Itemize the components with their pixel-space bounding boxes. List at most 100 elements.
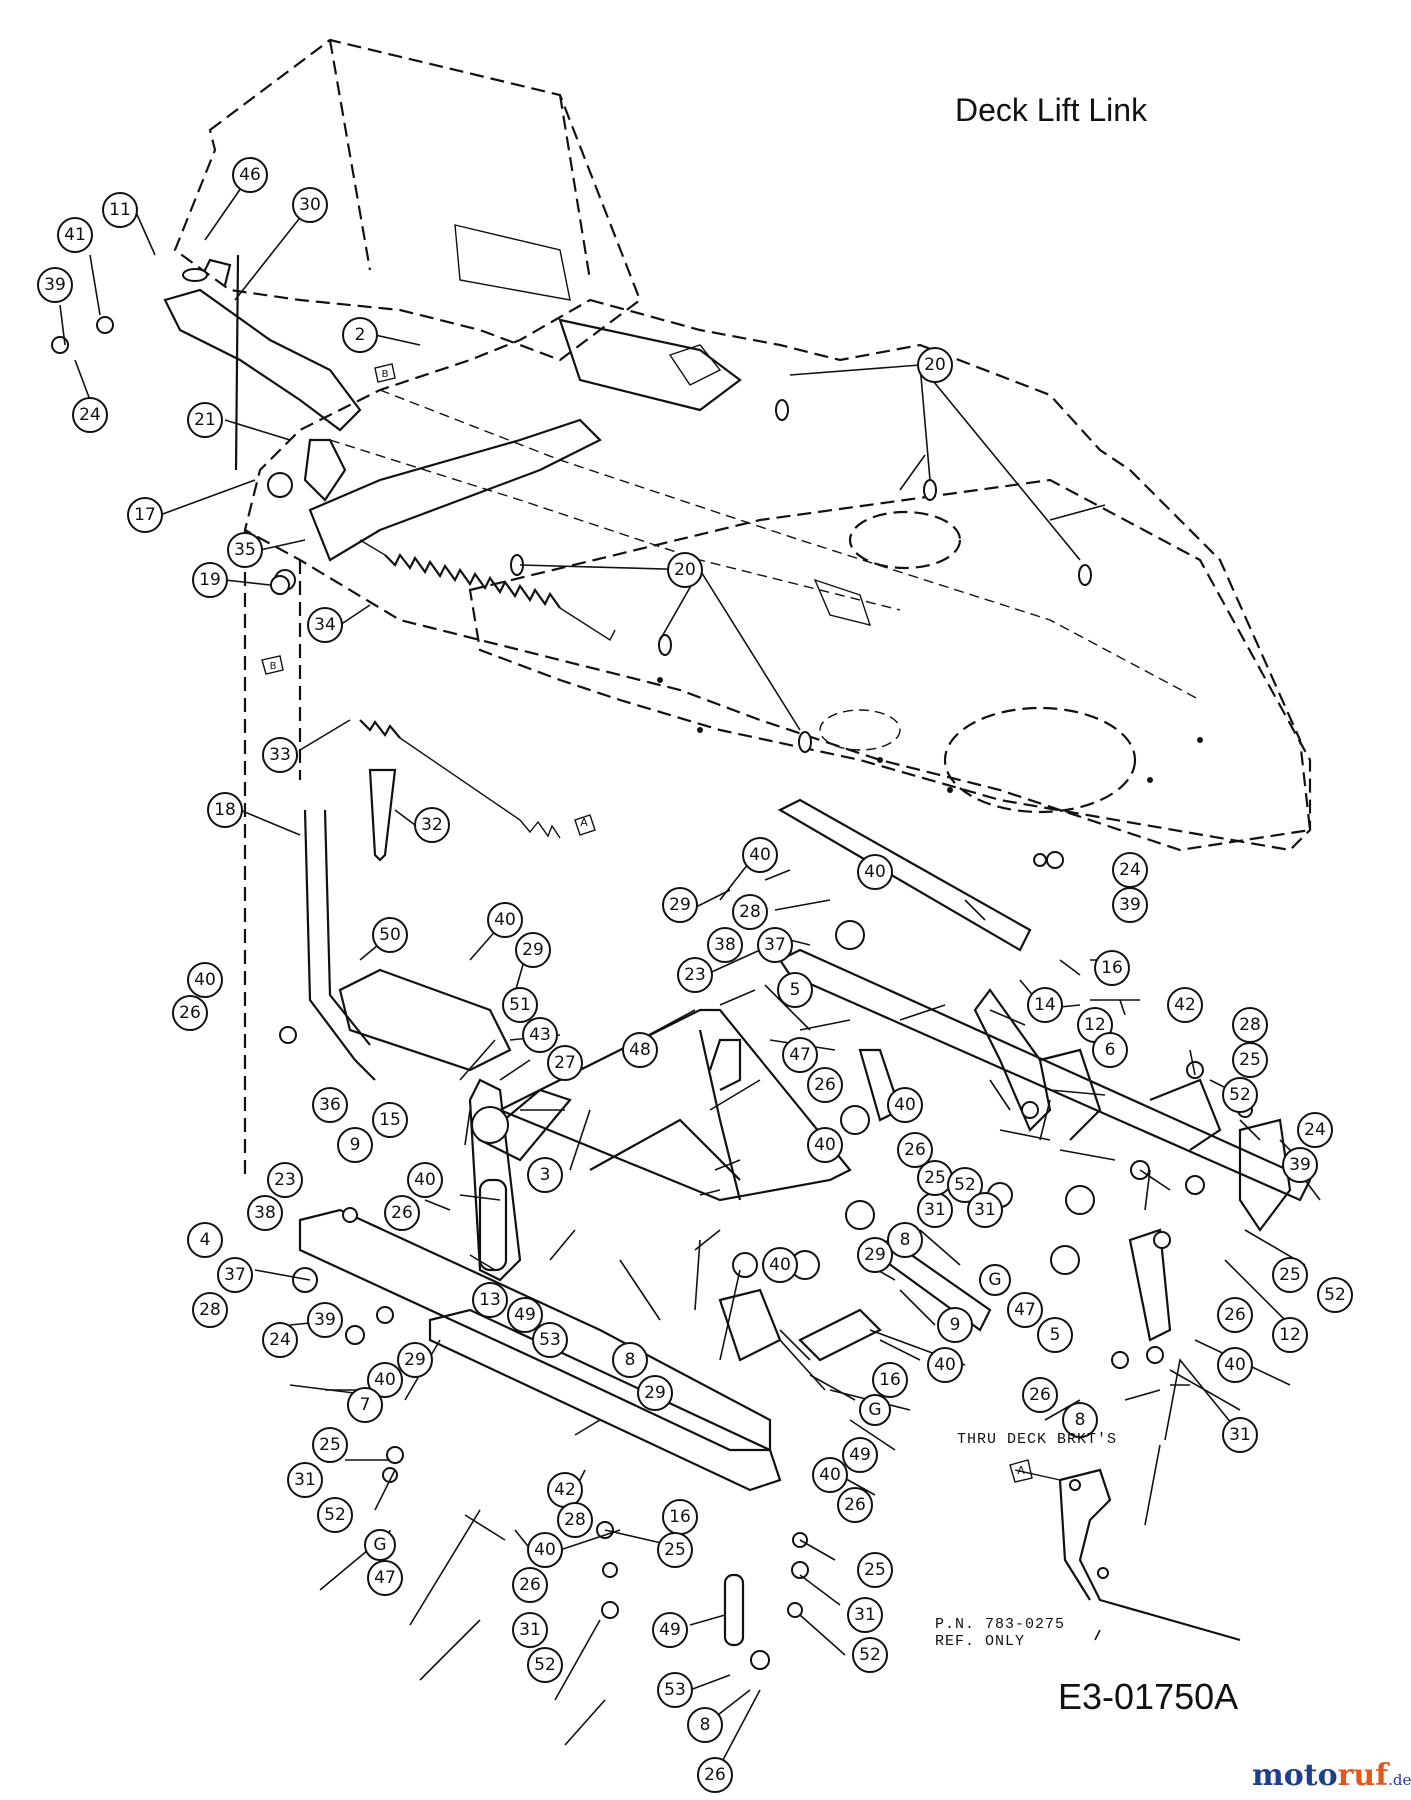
svg-text:8: 8 (700, 1715, 711, 1735)
callout-21: 21 (187, 402, 223, 438)
callout-5: 5 (1037, 1317, 1073, 1353)
callout-15: 31 (967, 1192, 1003, 1228)
callout-44: 42 (1167, 987, 1203, 1023)
svg-text:40: 40 (864, 862, 886, 882)
callout-27: 9 (337, 1127, 373, 1163)
svg-text:37: 37 (224, 1265, 246, 1285)
callout-40: 40 (187, 962, 223, 998)
callout-40: 40 (887, 1087, 923, 1123)
svg-text:26: 26 (391, 1203, 413, 1223)
deck-spindle-opening-right (943, 706, 1137, 814)
svg-text:25: 25 (1279, 1265, 1301, 1285)
callout-40: 40 (367, 1362, 403, 1398)
callout-29: 29 (662, 887, 698, 923)
svg-text:26: 26 (179, 1003, 201, 1023)
svg-text:29: 29 (644, 1383, 666, 1403)
callout-46: 46 (232, 157, 268, 193)
ref-a-mark: A (580, 816, 588, 829)
svg-text:24: 24 (269, 1330, 291, 1350)
callout-25: 52 (527, 1647, 563, 1683)
svg-text:26: 26 (1029, 1385, 1051, 1405)
svg-text:39: 39 (1289, 1155, 1311, 1175)
callout-40: 40 (1217, 1347, 1253, 1383)
svg-text:5: 5 (1050, 1325, 1061, 1345)
thru-deck-note: THRU DECK BRKT'S (957, 1431, 1118, 1448)
callout-28: 28 (732, 894, 768, 930)
rock-shaft-and-bars (298, 1008, 852, 1492)
svg-text:11: 11 (109, 200, 131, 220)
callout-42: 25 (1232, 1042, 1268, 1078)
svg-text:35: 35 (234, 540, 256, 560)
callout-48: 3 (527, 1157, 563, 1193)
callout-30: 30 (292, 187, 328, 223)
callout-5: 5 (777, 972, 813, 1008)
svg-text:48: 48 (629, 1040, 651, 1060)
svg-text:42: 42 (554, 1480, 576, 1500)
callout-23: 23 (267, 1162, 303, 1198)
svg-text:28: 28 (564, 1510, 586, 1530)
svg-text:25: 25 (664, 1540, 686, 1560)
svg-text:31: 31 (974, 1200, 996, 1220)
callout-47: 47 (782, 1037, 818, 1073)
callout-8: 16 (662, 1499, 698, 1535)
svg-text:42: 42 (1174, 995, 1196, 1015)
callout-35: 35 (227, 532, 263, 568)
callout-39: 39 (307, 1302, 343, 1338)
callout-28: 28 (557, 1502, 593, 1538)
callout-10: 48 (622, 1032, 658, 1068)
svg-text:40: 40 (819, 1465, 841, 1485)
callout-14: 14 (1027, 987, 1063, 1023)
svg-text:30: 30 (299, 195, 321, 215)
svg-text:49: 49 (659, 1620, 681, 1640)
svg-text:31: 31 (294, 1470, 316, 1490)
callout-22: 27 (547, 1045, 583, 1081)
svg-text:8: 8 (900, 1230, 911, 1250)
svg-text:51: 51 (509, 995, 531, 1015)
svg-text:9: 9 (950, 1315, 961, 1335)
svg-text:40: 40 (534, 1540, 556, 1560)
callout-32: 32 (414, 807, 450, 843)
svg-text:29: 29 (864, 1245, 886, 1265)
callout-26: 26 (897, 1132, 933, 1168)
svg-text:16: 16 (879, 1370, 901, 1390)
svg-text:24: 24 (79, 405, 101, 425)
svg-text:40: 40 (749, 845, 771, 865)
mower-deck (468, 478, 1312, 852)
callout-51: 36 (312, 1087, 348, 1123)
callout-23: 23 (677, 957, 713, 993)
callout-47: 47 (367, 1560, 403, 1596)
svg-text:8: 8 (1075, 1410, 1086, 1430)
svg-text:40: 40 (374, 1370, 396, 1390)
callout-17: 17 (127, 497, 163, 533)
svg-text:5: 5 (790, 980, 801, 1000)
reference-marks: A A B B (261, 363, 1033, 1483)
callout-26: 26 (1217, 1297, 1253, 1333)
svg-text:49: 49 (514, 1305, 536, 1325)
callout-29: 29 (637, 1375, 673, 1411)
svg-text:20: 20 (674, 560, 696, 580)
detail-a-bracket (1014, 1468, 1241, 1642)
ref-b-mark: B (382, 369, 389, 380)
ref-b-spring-mark: B (270, 661, 277, 672)
callout-40: 40 (807, 1127, 843, 1163)
svg-text:36: 36 (319, 1095, 341, 1115)
callout-39: 39 (1282, 1147, 1318, 1183)
svg-text:39: 39 (314, 1310, 336, 1330)
callout-43: 15 (372, 1102, 408, 1138)
ref-a-detail-mark: A (1017, 1464, 1025, 1477)
svg-text:25: 25 (319, 1435, 341, 1455)
callout-37: 37 (757, 927, 793, 963)
svg-text:29: 29 (669, 895, 691, 915)
svg-text:38: 38 (254, 1203, 276, 1223)
lift-handle (303, 768, 397, 1081)
callout-25: 52 (1317, 1277, 1353, 1313)
callout-26: 26 (384, 1195, 420, 1231)
svg-text:40: 40 (814, 1135, 836, 1155)
svg-text:16: 16 (669, 1507, 691, 1527)
callout-24: 24 (72, 397, 108, 433)
callout-42: 25 (857, 1552, 893, 1588)
callout-26: 26 (697, 1757, 733, 1793)
callout-26: 26 (172, 995, 208, 1031)
callout-27: 9 (937, 1307, 973, 1343)
svg-text:15: 15 (379, 1110, 401, 1130)
